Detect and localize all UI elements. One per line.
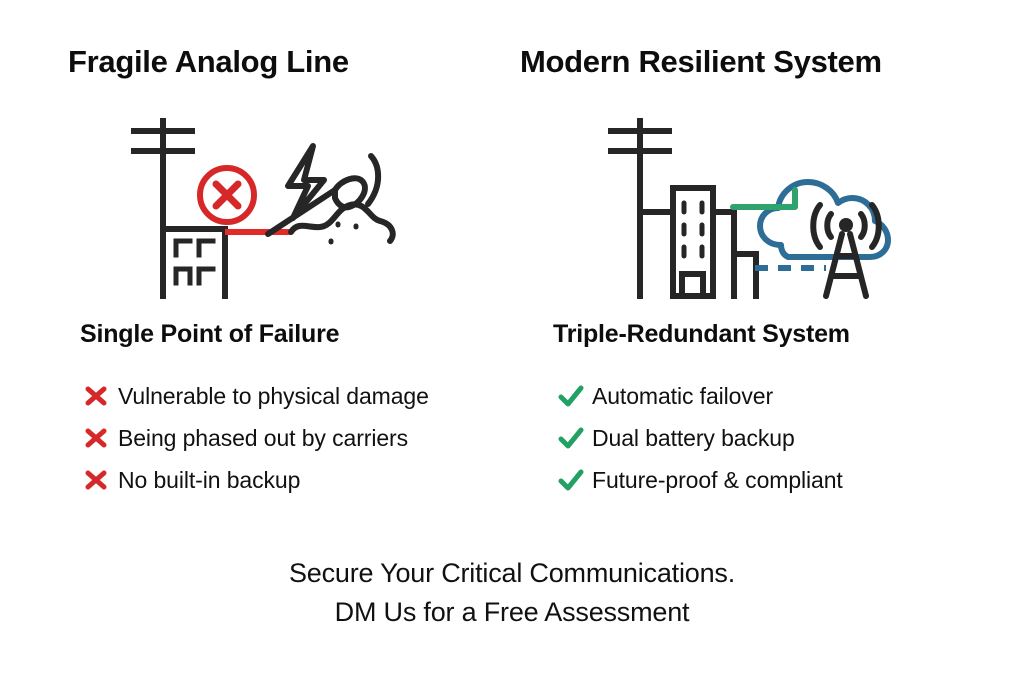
- cloud-icon: [757, 179, 891, 260]
- cta-line-1: Secure Your Critical Communications.: [289, 558, 735, 588]
- list-item-label: Dual battery backup: [592, 424, 795, 451]
- cell-tower-icon: [810, 202, 882, 299]
- fragile-analog-line-illustration: [128, 108, 418, 308]
- check-mark-icon: [558, 384, 592, 408]
- dirt-speckle-icon: [328, 221, 359, 245]
- fiber-link-line: [730, 187, 798, 210]
- x-mark-icon: [84, 384, 118, 408]
- shovel-icon: [265, 175, 368, 237]
- list-item-label: Future-proof & compliant: [592, 466, 843, 493]
- left-column-subtitle: Single Point of Failure: [80, 320, 340, 348]
- list-item: Future-proof & compliant: [558, 459, 843, 501]
- list-item: Automatic failover: [558, 375, 843, 417]
- list-item: Being phased out by carriers: [84, 417, 429, 459]
- check-mark-icon: [558, 468, 592, 492]
- left-column-title: Fragile Analog Line: [68, 44, 349, 79]
- right-column-title: Modern Resilient System: [520, 44, 882, 79]
- list-item-label: Automatic failover: [592, 382, 773, 409]
- right-bullet-list: Automatic failover Dual battery backup F…: [558, 375, 843, 501]
- list-item: No built-in backup: [84, 459, 429, 501]
- x-mark-icon: [84, 426, 118, 450]
- utility-pole-icon: [131, 118, 195, 299]
- list-item-label: Vulnerable to physical damage: [118, 382, 429, 409]
- office-buildings-icon: [637, 185, 759, 299]
- list-item-label: No built-in backup: [118, 466, 301, 493]
- building-windows-icon: [173, 238, 216, 286]
- x-mark-icon: [84, 468, 118, 492]
- building-icon: [160, 226, 228, 299]
- list-item-label: Being phased out by carriers: [118, 424, 408, 451]
- right-column-subtitle: Triple-Redundant System: [553, 320, 850, 348]
- cta-line-2: DM Us for a Free Assessment: [334, 597, 690, 627]
- building-window-icon: [681, 200, 705, 259]
- check-mark-icon: [558, 426, 592, 450]
- dirt-mound-icon: [288, 153, 396, 244]
- modern-resilient-system-illustration: [598, 108, 898, 308]
- call-to-action: Secure Your Critical Communications. DM …: [0, 554, 1024, 632]
- list-item: Dual battery backup: [558, 417, 843, 459]
- left-bullet-list: Vulnerable to physical damage Being phas…: [84, 375, 429, 501]
- list-item: Vulnerable to physical damage: [84, 375, 429, 417]
- error-circle-x-icon: [197, 165, 257, 225]
- utility-pole-icon: [608, 118, 672, 299]
